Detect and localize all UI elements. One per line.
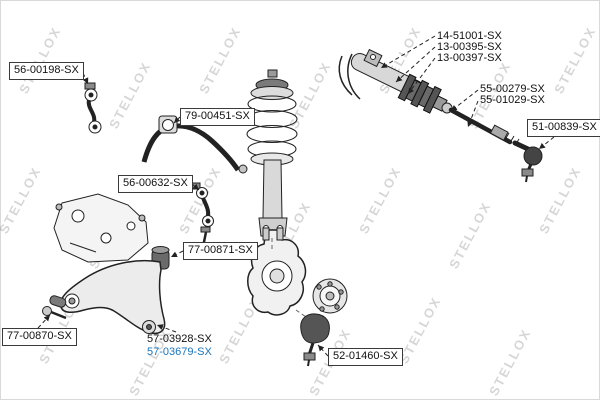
leader-lines — [37, 35, 555, 357]
leader-line — [395, 46, 436, 83]
part-label-13-00397: 13-00397-SX — [437, 52, 502, 64]
leader-line — [538, 136, 555, 150]
part-label-55-00279: 55-00279-SX — [480, 83, 545, 95]
part-label-77-00870: 77-00870-SX — [2, 328, 77, 346]
part-label-56-00198: 56-00198-SX — [9, 62, 84, 80]
leader-line — [82, 72, 89, 85]
part-label-14-51001: 14-51001-SX — [437, 30, 502, 42]
coil-spring — [246, 95, 298, 158]
leader-line — [170, 250, 184, 258]
leader-line — [173, 116, 181, 124]
stabilizer-bushing-bracket — [158, 115, 248, 174]
leader-line — [450, 89, 479, 112]
control-arm — [59, 259, 166, 335]
part-label-77-00871: 77-00871-SX — [183, 242, 258, 260]
stabilizer-link — [84, 82, 102, 134]
wheel-hub — [312, 278, 348, 314]
assembly-lines — [271, 238, 307, 318]
leader-line — [156, 324, 177, 333]
part-label-79-00451: 79-00451-SX — [180, 108, 255, 126]
part-label-57-03679-highlighted[interactable]: 57-03679-SX — [147, 346, 212, 358]
leader-line — [37, 314, 51, 329]
steering-boot — [397, 73, 448, 114]
subframe-bracket — [53, 193, 149, 263]
part-label-56-00632: 56-00632-SX — [118, 175, 193, 193]
leader-line — [380, 35, 436, 69]
leader-line — [317, 344, 329, 357]
part-label-13-00395: 13-00395-SX — [437, 41, 502, 53]
steering-knuckle — [247, 227, 307, 316]
tie-rod — [441, 102, 520, 145]
ball-joint — [300, 313, 330, 367]
leader-line — [191, 183, 200, 191]
leader-line — [467, 100, 479, 128]
part-label-52-01460: 52-01460-SX — [328, 348, 403, 366]
front-bushing-bolt — [42, 295, 67, 320]
stabilizer-bar — [141, 123, 241, 172]
part-label-57-03928: 57-03928-SX — [147, 333, 212, 345]
tie-rod-end — [512, 140, 543, 183]
part-label-51-00839: 51-00839-SX — [527, 119, 600, 137]
part-label-55-01029: 55-01029-SX — [480, 94, 545, 106]
leader-line — [407, 57, 436, 95]
